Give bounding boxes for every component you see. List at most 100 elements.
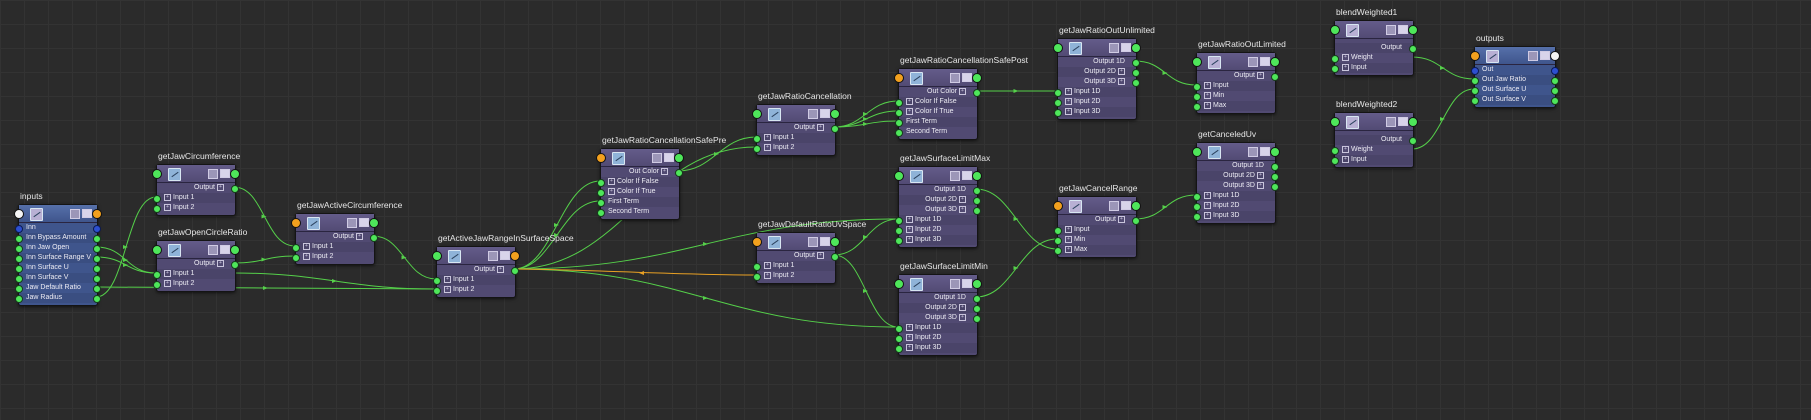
attribute-row[interactable]: +Color If True [895, 107, 977, 117]
input-port[interactable] [153, 271, 161, 279]
output-port[interactable] [1551, 87, 1559, 95]
node-header[interactable] [152, 241, 240, 259]
output-port[interactable] [1271, 173, 1279, 181]
node-output-port[interactable] [1270, 57, 1280, 67]
node-input-port[interactable] [1192, 147, 1202, 157]
attribute-row[interactable]: +Input 1 [433, 275, 515, 285]
node-output-port[interactable] [830, 109, 840, 119]
output-port[interactable] [1271, 183, 1279, 191]
node-output-port[interactable] [230, 169, 240, 179]
expand-icon[interactable]: + [764, 261, 771, 269]
node-input-port[interactable] [432, 251, 442, 261]
attribute-row[interactable]: Output 1D [1197, 161, 1279, 171]
input-port[interactable] [1193, 83, 1201, 91]
expand-icon[interactable]: + [959, 313, 966, 321]
attribute-row[interactable]: Inn Jaw Open [15, 243, 101, 253]
expand-icon[interactable]: + [444, 285, 451, 293]
attribute-row[interactable]: +Max [1193, 101, 1275, 111]
node-input-port[interactable] [291, 218, 301, 228]
expand-icon[interactable]: + [1204, 91, 1211, 99]
expand-icon[interactable]: + [906, 215, 913, 223]
attribute-row[interactable]: +Input [1331, 155, 1413, 165]
attribute-row[interactable]: +Input 1 [292, 242, 374, 252]
node-output-port[interactable] [972, 73, 982, 83]
attribute-row[interactable]: +Input 2D [895, 225, 977, 235]
attribute-view-icon[interactable] [1528, 51, 1538, 61]
node-header[interactable] [752, 105, 840, 123]
attribute-view-icon[interactable] [1386, 117, 1396, 127]
attribute-view-icon[interactable] [347, 218, 357, 228]
expand-icon[interactable]: + [1118, 215, 1125, 223]
attribute-row[interactable]: Jaw Default Ratio [15, 283, 101, 293]
node-header[interactable] [1330, 21, 1418, 39]
input-port[interactable] [1193, 193, 1201, 201]
expand-icon[interactable]: + [1065, 235, 1072, 243]
node-header[interactable] [1470, 47, 1560, 65]
output-port[interactable] [973, 295, 981, 303]
attribute-row[interactable]: First Term [597, 197, 679, 207]
expand-icon[interactable]: + [764, 271, 771, 279]
expand-icon[interactable]: + [1342, 53, 1349, 61]
menu-icon[interactable] [962, 279, 972, 288]
attribute-row[interactable]: +Weight [1331, 145, 1413, 155]
menu-icon[interactable] [1260, 147, 1270, 156]
node-input-port[interactable] [14, 209, 24, 219]
input-port[interactable] [895, 129, 903, 137]
node-output-port[interactable] [972, 279, 982, 289]
expand-icon[interactable]: + [1204, 81, 1211, 89]
attribute-row[interactable]: +Input 2D [895, 333, 977, 343]
output-port[interactable] [1551, 77, 1559, 85]
attribute-row[interactable]: Output [1335, 43, 1417, 53]
input-port[interactable] [433, 287, 441, 295]
expand-icon[interactable]: + [164, 279, 171, 287]
expand-icon[interactable]: + [1204, 201, 1211, 209]
attribute-row[interactable]: +Input 3D [895, 235, 977, 245]
node-output-port[interactable] [92, 209, 102, 219]
node-header[interactable] [432, 247, 520, 265]
node-header[interactable] [596, 149, 684, 167]
expand-icon[interactable]: + [356, 232, 363, 240]
node-header[interactable] [894, 275, 982, 293]
attribute-row[interactable]: +Min [1054, 235, 1136, 245]
expand-icon[interactable]: + [1065, 245, 1072, 253]
node-output-port[interactable] [369, 218, 379, 228]
input-port[interactable] [895, 237, 903, 245]
expand-icon[interactable]: + [608, 177, 615, 185]
output-port[interactable] [1551, 97, 1559, 105]
input-port[interactable] [1054, 247, 1062, 255]
input-port[interactable] [597, 209, 605, 217]
output-port[interactable] [1132, 79, 1140, 87]
attribute-row[interactable]: +Input 2 [292, 252, 374, 262]
node-input-port[interactable] [152, 245, 162, 255]
attribute-row[interactable]: +Min [1193, 91, 1275, 101]
node-output-port[interactable] [230, 245, 240, 255]
attribute-row[interactable]: +Input 1 [753, 261, 835, 271]
expand-icon[interactable]: + [1065, 97, 1072, 105]
output-port[interactable] [1409, 45, 1417, 53]
output-port[interactable] [1271, 163, 1279, 171]
node-output-port[interactable] [510, 251, 520, 261]
expand-icon[interactable]: + [303, 252, 310, 260]
input-port[interactable] [895, 345, 903, 353]
attribute-view-icon[interactable] [208, 245, 218, 255]
output-port[interactable] [973, 305, 981, 313]
expand-icon[interactable]: + [906, 97, 913, 105]
output-port[interactable] [973, 207, 981, 215]
menu-icon[interactable] [962, 171, 972, 180]
node-header[interactable] [291, 214, 379, 232]
attribute-row[interactable]: +Input 2 [433, 285, 515, 295]
input-port[interactable] [753, 135, 761, 143]
output-port[interactable] [93, 265, 101, 273]
attribute-row[interactable]: Inn Surface U [15, 263, 101, 273]
attribute-row[interactable]: Output 2D+ [1197, 171, 1279, 181]
node-input-port[interactable] [1470, 51, 1480, 61]
expand-icon[interactable]: + [1342, 145, 1349, 153]
expand-icon[interactable]: + [444, 275, 451, 283]
